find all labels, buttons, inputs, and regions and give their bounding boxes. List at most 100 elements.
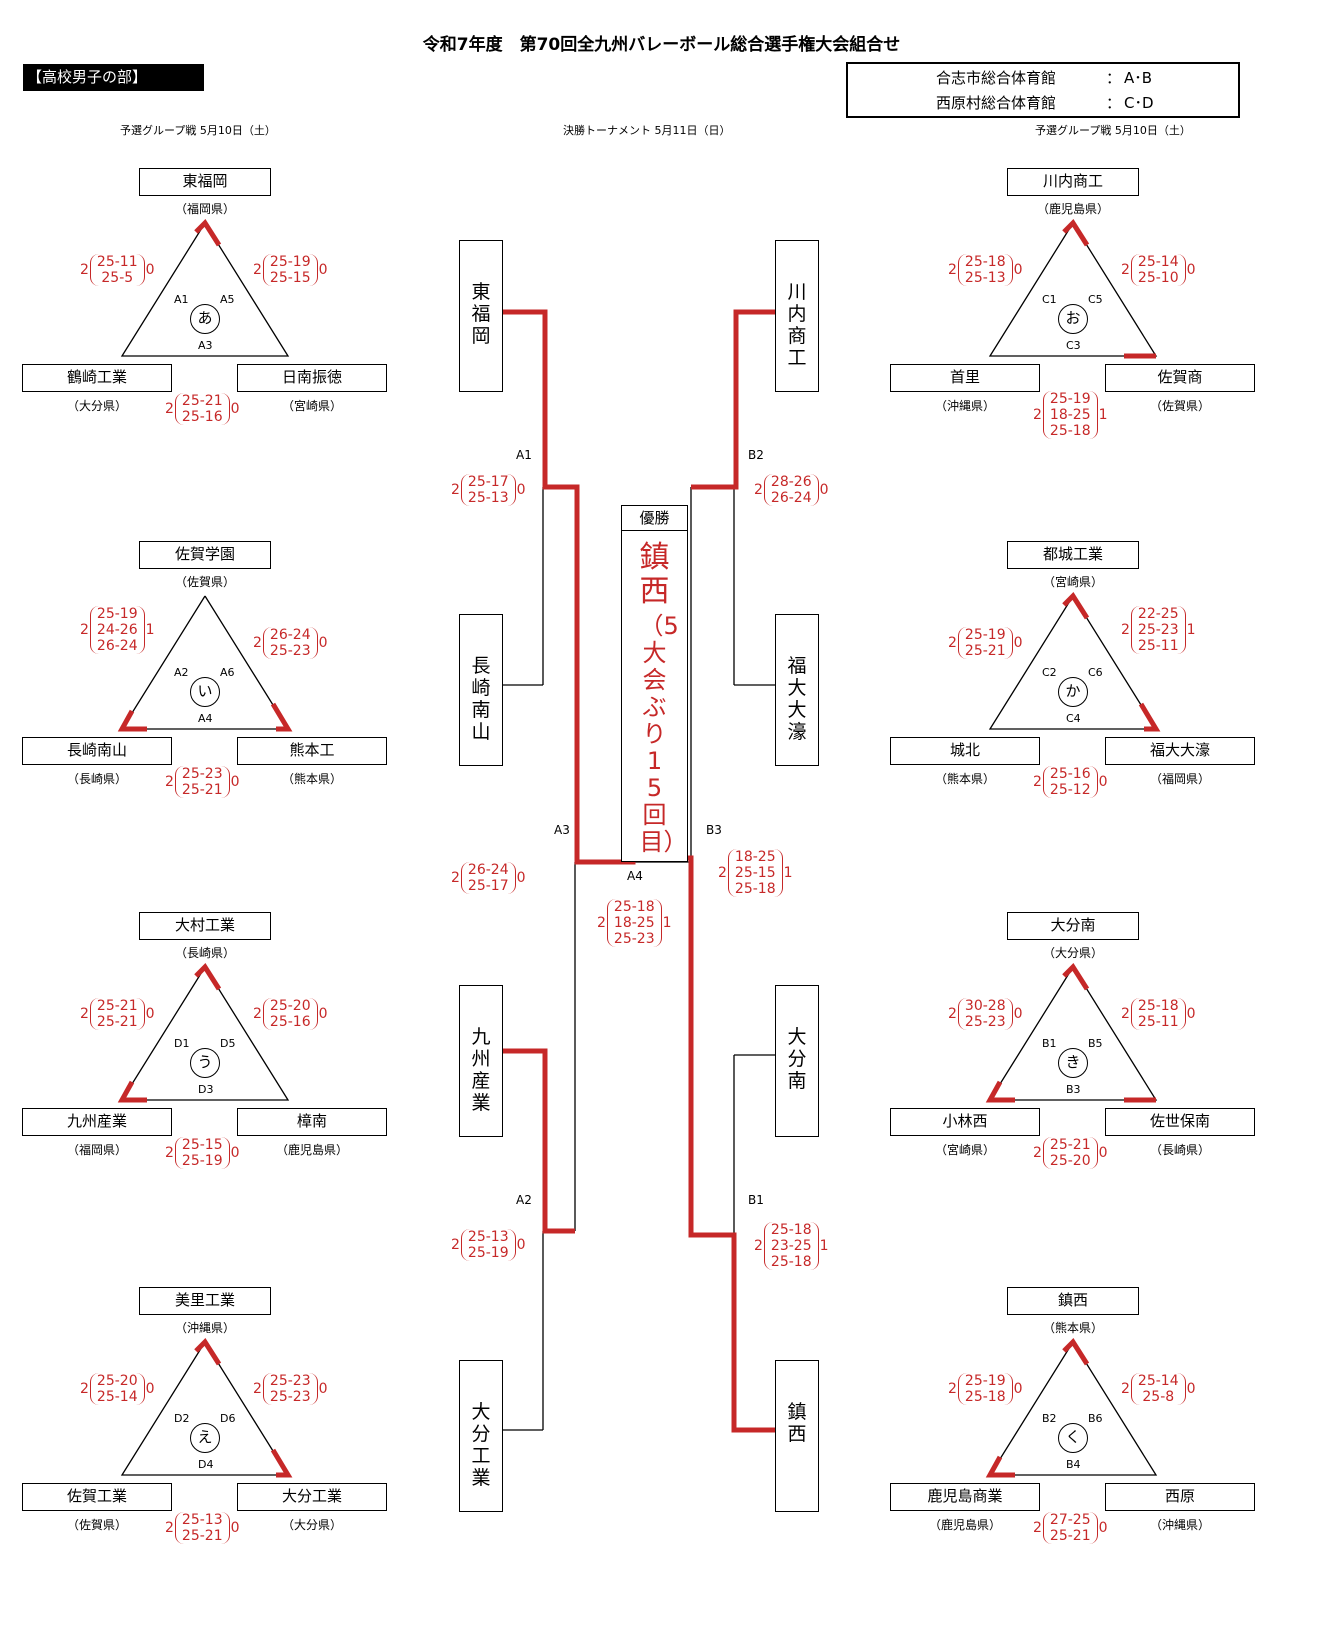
score-left-sets: 2	[948, 262, 957, 278]
winning-path	[691, 309, 775, 490]
slot-label: A2	[174, 666, 189, 679]
score-left-sets: 2	[451, 870, 460, 886]
set-score: 25-19	[269, 254, 311, 270]
champion-note: （5大会ぶり15回目）	[639, 612, 688, 856]
winner-mark	[194, 1338, 222, 1366]
winner-mark	[985, 1080, 1015, 1103]
winner-mark	[1062, 592, 1090, 620]
slot-label: C6	[1088, 666, 1103, 679]
bracket-team-name: 福大大濠	[787, 655, 807, 743]
match-label: B1	[748, 1193, 764, 1207]
score-left-sets: 2	[1121, 1006, 1130, 1022]
set-score: 18-25	[613, 915, 655, 931]
group-triangle	[988, 966, 1158, 1101]
team-box: 西原	[1105, 1483, 1255, 1511]
match-label: B3	[706, 823, 722, 837]
set-score: 25-11	[1137, 1014, 1179, 1030]
group-circle: く	[1058, 1423, 1088, 1453]
team-box: 鎮西	[1007, 1287, 1139, 1315]
slot-label: D2	[174, 1412, 190, 1425]
score-right-sets: 0	[318, 262, 328, 278]
winner-mark	[1062, 219, 1090, 247]
score-right-sets: 0	[1013, 1381, 1023, 1397]
bracket-team-name: 九州産業	[471, 1026, 491, 1114]
team-prefecture: （熊本県）	[934, 772, 995, 786]
set-score: 25-21	[96, 1014, 138, 1030]
score-right-sets: 1	[783, 865, 793, 881]
slot-label: B3	[1066, 1083, 1081, 1096]
score-left-sets: 2	[754, 1238, 763, 1254]
score-right-sets: 0	[1013, 1006, 1023, 1022]
set-score: 25-14	[1137, 1373, 1179, 1389]
set-score: 25-18	[734, 881, 776, 897]
set-score: 18-25	[734, 849, 776, 865]
set-score: 25-15	[734, 865, 776, 881]
score-left-sets: 2	[165, 1520, 174, 1536]
winner-mark	[270, 1448, 293, 1478]
set-score: 25-21	[1049, 1137, 1091, 1153]
set-score: 25-10	[1137, 270, 1179, 286]
set-score: 25-19	[964, 627, 1006, 643]
winner-mark	[1138, 702, 1161, 732]
team-box: 城北	[890, 737, 1040, 765]
set-score: 25-17	[467, 878, 509, 894]
group-circle: あ	[190, 304, 220, 334]
score-right-sets: 0	[516, 482, 526, 498]
team-box: 川内商工	[1007, 168, 1139, 196]
winner-mark	[1062, 1338, 1090, 1366]
team-box: 日南振徳	[237, 364, 387, 392]
slot-label: B5	[1088, 1037, 1103, 1050]
venue-colon: ：	[1106, 94, 1122, 112]
venue-courts: A･B	[1124, 69, 1153, 87]
score-left-sets: 2	[80, 622, 89, 638]
set-score: 25-18	[770, 1254, 812, 1270]
score-left-sets: 2	[253, 635, 262, 651]
team-prefecture: （鹿児島県）	[1036, 202, 1109, 216]
slot-label: A4	[198, 712, 213, 725]
match-label: B2	[748, 448, 764, 462]
team-prefecture: （福岡県）	[1149, 772, 1210, 786]
score-right-sets: 0	[145, 262, 155, 278]
score-right-sets: 0	[318, 635, 328, 651]
set-score: 25-20	[1049, 1153, 1091, 1169]
score-left-sets: 2	[253, 262, 262, 278]
set-score: 25-5	[101, 270, 134, 286]
score-left-sets: 2	[253, 1006, 262, 1022]
set-score: 30-28	[964, 998, 1006, 1014]
score-left-sets: 2	[948, 1381, 957, 1397]
venue-name: 西原村総合体育館	[936, 94, 1057, 112]
score-right-sets: 0	[1098, 774, 1108, 790]
set-score: 25-19	[181, 1153, 223, 1169]
score-left-sets: 2	[253, 1381, 262, 1397]
group-circle: う	[190, 1048, 220, 1078]
slot-label: B6	[1088, 1412, 1103, 1425]
team-box: 東福岡	[139, 168, 271, 196]
set-score: 25-18	[964, 1389, 1006, 1405]
score-right-sets: 0	[145, 1381, 155, 1397]
score-right-sets: 1	[1186, 622, 1196, 638]
set-score: 25-21	[181, 782, 223, 798]
group-circle: え	[190, 1423, 220, 1453]
score-left-sets: 2	[1033, 774, 1042, 790]
slot-label: D6	[220, 1412, 236, 1425]
